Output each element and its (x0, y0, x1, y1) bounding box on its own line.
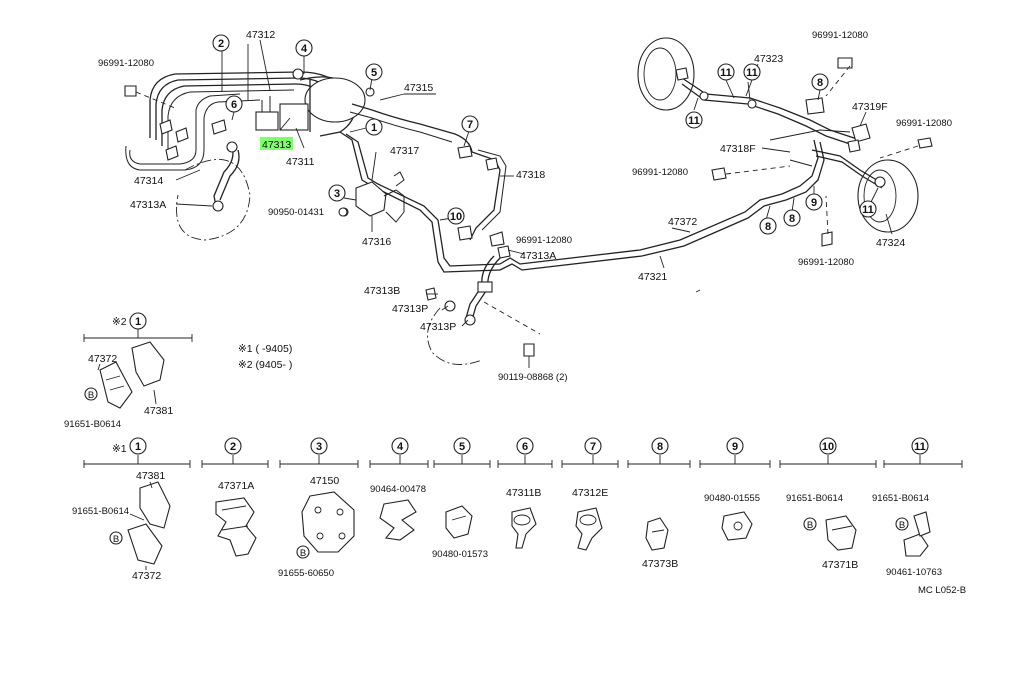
label-47318: 47318 (516, 169, 545, 181)
label-47316: 47316 (362, 236, 391, 248)
label-47373B: 47373B (642, 558, 678, 570)
label-47381-a: 47381 (144, 405, 173, 417)
label-47315: 47315 (404, 82, 433, 94)
bolt-b-a: B (88, 390, 94, 401)
label-47321: 47321 (638, 271, 667, 283)
callout-4-row: 4 (397, 441, 404, 453)
diagram-code: MC L052-B (918, 585, 966, 596)
notes: ※1 ( -9405) ※2 (9405- ) (238, 343, 292, 371)
label-47372-a: 47372 (88, 353, 117, 365)
label-47323: 47323 (754, 53, 783, 65)
callout-11-row: 11 (914, 441, 926, 453)
label-47313A-left: 47313A (130, 199, 166, 211)
label-47150: 47150 (310, 475, 339, 487)
label-47371A: 47371A (218, 480, 254, 492)
upper-labels: 47312 96991-12080 47315 47313 47311 4731… (98, 29, 952, 383)
label-91651-a: 91651-B0614 (64, 419, 121, 430)
callout-6-top: 6 (231, 99, 237, 111)
label-47312: 47312 (246, 29, 275, 41)
callout-1-top: 1 (371, 122, 377, 134)
label-90480-9: 90480-01555 (704, 493, 760, 504)
note-2-bracket-group: ※2 1 47372 47381 B 91651-B0614 (64, 312, 193, 430)
row-head-note-1: ※1 (112, 443, 127, 455)
callout-8-c: 8 (789, 213, 795, 225)
callout-9-top: 9 (811, 197, 817, 209)
callout-5-top: 5 (371, 67, 377, 79)
label-90950: 90950-01431 (268, 207, 324, 218)
label-96991-r: 96991-12080 (896, 118, 952, 129)
label-47313[interactable]: 47313 (262, 139, 291, 151)
bottom-parts-row: ※1 1 2 3 4 5 6 7 8 9 10 11 (72, 437, 966, 596)
bolt-b-3: B (300, 548, 306, 559)
label-90480-5: 90480-01573 (432, 549, 488, 560)
callout-8-a: 8 (817, 77, 823, 89)
label-47312E: 47312E (572, 487, 608, 499)
label-47318F: 47318F (720, 143, 756, 155)
upper-callouts: 2 4 5 6 1 7 3 10 11 11 11 8 8 8 9 11 (212, 34, 877, 235)
callout-1-row: 1 (135, 441, 141, 453)
callout-8-b: 8 (765, 221, 771, 233)
callout-4-top: 4 (301, 43, 308, 55)
label-47372-main: 47372 (668, 216, 697, 228)
label-96991-rm: 96991-12080 (632, 167, 688, 178)
label-96991-mid: 96991-12080 (516, 235, 572, 246)
callout-11-b: 11 (746, 67, 758, 79)
callout-2-top: 2 (218, 38, 224, 50)
label-47313A-mid: 47313A (520, 250, 556, 262)
label-91655: 91655-60650 (278, 568, 334, 579)
callout-9-row: 9 (732, 441, 738, 453)
callout-1-mid: 1 (135, 316, 141, 328)
label-47311: 47311 (286, 156, 315, 168)
callout-8-row: 8 (657, 441, 663, 453)
label-90464: 90464-00478 (370, 484, 426, 495)
label-96991-tl: 96991-12080 (98, 58, 154, 69)
callout-10-top: 10 (450, 211, 462, 223)
callout-2-row: 2 (230, 441, 236, 453)
callout-5-row: 5 (459, 441, 465, 453)
label-47319F: 47319F (852, 101, 888, 113)
center-hose-assembly (425, 193, 787, 368)
label-96991-rb: 96991-12080 (798, 257, 854, 268)
label-47314: 47314 (134, 175, 163, 187)
callout-11-d: 11 (862, 204, 874, 216)
label-91651-10: 91651-B0614 (786, 493, 843, 504)
label-96991-tr: 96991-12080 (812, 30, 868, 41)
bolt-b-b: B (113, 534, 119, 545)
note-2-head: ※2 (112, 316, 127, 328)
label-47311B: 47311B (506, 487, 541, 499)
label-91651-11: 91651-B0614 (872, 493, 929, 504)
bolt-b-11: B (899, 520, 905, 531)
callout-6-row: 6 (522, 441, 528, 453)
callout-3-top: 3 (334, 188, 340, 200)
bolt-b-10: B (807, 520, 813, 531)
callout-10-row: 10 (822, 441, 834, 453)
callout-3-row: 3 (316, 441, 322, 453)
callout-7-row: 7 (590, 441, 596, 453)
callout-11-c: 11 (688, 115, 700, 127)
label-47371B: 47371B (822, 559, 858, 571)
label-47324: 47324 (876, 237, 905, 249)
label-47372-b: 47372 (132, 570, 161, 582)
note-2: ※2 (9405- ) (238, 359, 292, 371)
label-91651-b: 91651-B0614 (72, 506, 129, 517)
label-47317: 47317 (390, 145, 419, 157)
note-1: ※1 ( -9405) (238, 343, 292, 355)
callout-11-a: 11 (720, 67, 732, 79)
label-47381-b: 47381 (136, 470, 165, 482)
highlight-47313 (260, 137, 293, 150)
label-90461: 90461-10763 (886, 567, 942, 578)
label-47313P-2: 47313P (420, 321, 456, 333)
label-47313P-1: 47313P (392, 303, 428, 315)
label-90119: 90119-08868 (2) (498, 372, 568, 383)
callout-7-top: 7 (467, 119, 473, 131)
front-left-assembly (124, 39, 514, 273)
label-47313B: 47313B (364, 285, 400, 297)
